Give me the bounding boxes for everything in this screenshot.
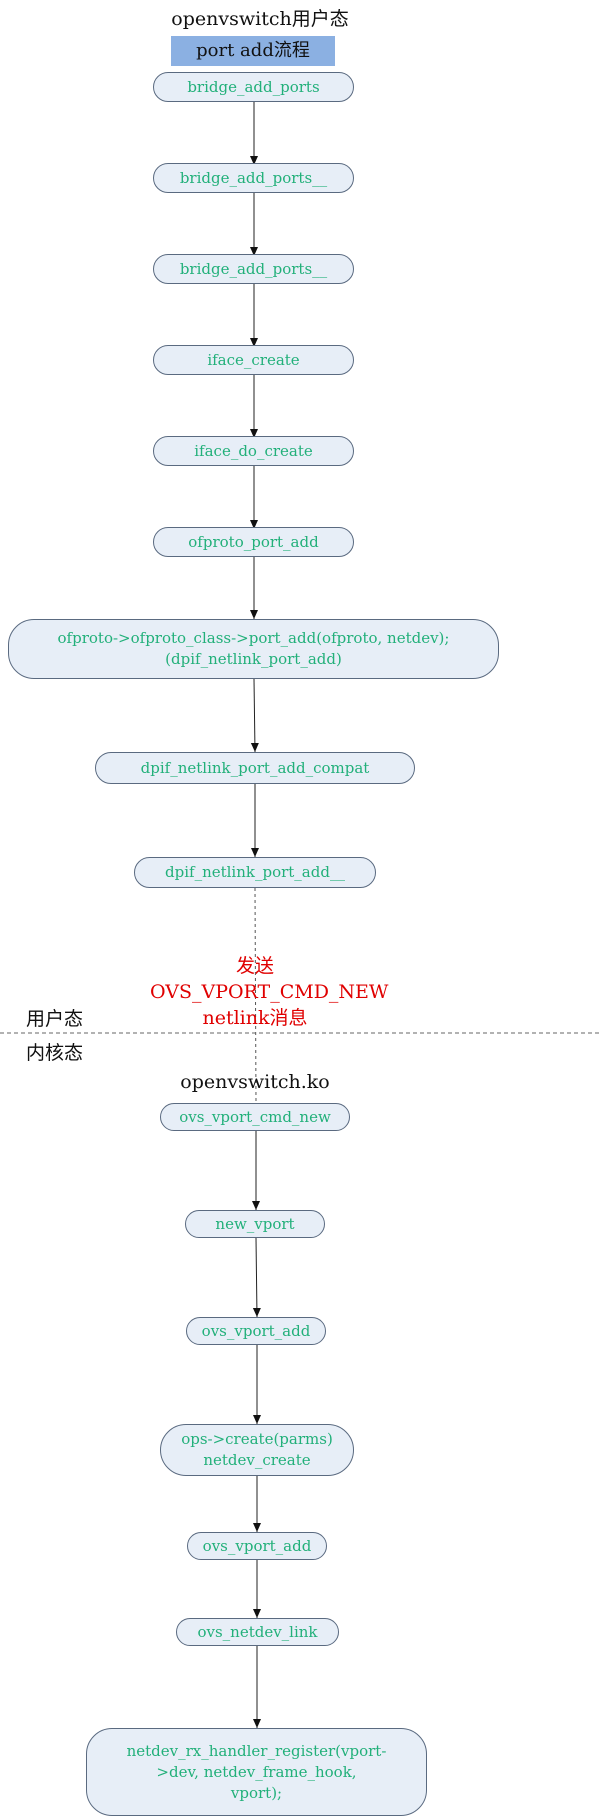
send-message-line-3: netlink消息	[202, 1007, 308, 1029]
node-iface-create: iface_create	[153, 345, 354, 375]
node-netdev-rx-handler-register: netdev_rx_handler_register(vport- >dev, …	[86, 1728, 427, 1816]
node-ovs-vport-add-1: ovs_vport_add	[186, 1317, 326, 1345]
node-port-add-class-call: ofproto->ofproto_class->port_add(ofproto…	[8, 619, 499, 679]
node-ovs-vport-add-2: ovs_vport_add	[187, 1532, 327, 1560]
send-message-line-1: 发送	[235, 955, 274, 977]
node-bridge-add-ports-inner-1: bridge_add_ports__	[153, 163, 354, 193]
arrow-10	[252, 1237, 261, 1318]
user-space-label: 用户态	[26, 1008, 84, 1030]
arrow-7	[250, 678, 259, 753]
node-iface-do-create: iface_do_create	[153, 436, 354, 466]
node-dpif-netlink-port-add-compat: dpif_netlink_port_add_compat	[95, 752, 415, 784]
diagram-title: openvswitch用户态	[171, 8, 349, 30]
node-ovs-vport-cmd-new: ovs_vport_cmd_new	[160, 1103, 350, 1131]
node-ovs-netdev-link: ovs_netdev_link	[176, 1618, 339, 1646]
send-message-label: 发送 OVS_VPORT_CMD_NEW netlink消息	[150, 953, 389, 1031]
node-bridge-add-ports-inner-2: bridge_add_ports__	[153, 254, 354, 284]
kernel-module-title: openvswitch.ko	[180, 1071, 330, 1093]
diagram-subtitle: port add流程	[171, 36, 335, 66]
node-new-vport: new_vport	[185, 1210, 325, 1238]
send-message-line-2: OVS_VPORT_CMD_NEW	[150, 981, 389, 1003]
node-bridge-add-ports: bridge_add_ports	[153, 72, 354, 102]
node-ops-create: ops->create(parms) netdev_create	[160, 1424, 354, 1476]
node-ofproto-port-add: ofproto_port_add	[153, 527, 354, 557]
node-dpif-netlink-port-add-inner: dpif_netlink_port_add__	[134, 857, 376, 888]
kernel-space-label: 内核态	[26, 1042, 84, 1064]
